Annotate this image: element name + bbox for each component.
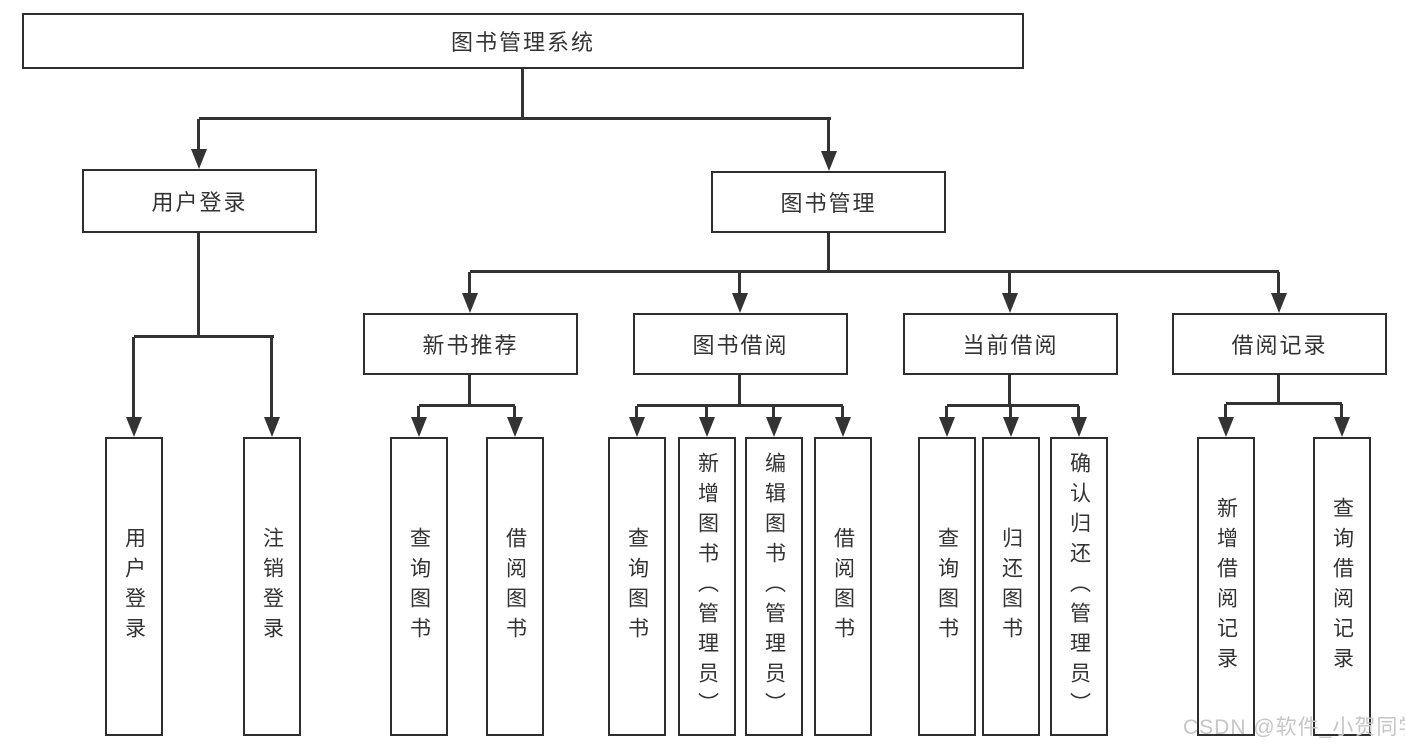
arrowhead-icon	[462, 293, 478, 313]
arrowhead-icon	[1003, 417, 1019, 437]
leaf-edit-book-admin: 编辑图书（管理员）	[745, 437, 803, 736]
leaf-search-borrow-record: 查询借阅记录	[1313, 437, 1371, 736]
arrowhead-icon	[1071, 417, 1087, 437]
node-label: 用户登录	[122, 526, 146, 647]
connector-line	[197, 233, 200, 337]
arrowhead-icon	[766, 417, 782, 437]
connector-line	[945, 406, 948, 419]
connector-line	[419, 404, 515, 407]
arrowhead-icon	[507, 417, 523, 437]
leaf-return-book: 归还图书	[982, 437, 1040, 736]
node-current-borrowing: 当前借阅	[903, 313, 1118, 375]
node-label: 新书推荐	[422, 333, 519, 358]
leaf-borrow-books: 借阅图书	[814, 437, 872, 736]
connector-line	[772, 406, 775, 419]
node-label: 新增借阅记录	[1214, 496, 1238, 677]
node-label: 借阅记录	[1231, 333, 1328, 358]
connector-line	[1277, 272, 1280, 294]
connector-line	[947, 404, 1079, 407]
connector-line	[134, 335, 274, 338]
connector-line	[1224, 404, 1227, 419]
arrowhead-icon	[629, 417, 645, 437]
connector-line	[827, 233, 830, 272]
node-label: 查询图书	[935, 526, 959, 647]
arrowhead-icon	[821, 151, 837, 171]
connector-line	[738, 272, 741, 294]
node-borrowing-records: 借阅记录	[1172, 313, 1387, 375]
node-label: 当前借阅	[962, 333, 1059, 358]
leaf-user-login: 用户登录	[105, 437, 163, 736]
csdn-watermark: CSDN @软件_小贺同学	[1183, 716, 1405, 739]
arrowhead-icon	[1334, 417, 1350, 437]
connector-line	[827, 119, 830, 153]
arrowhead-icon	[1002, 293, 1018, 313]
connector-line	[199, 117, 831, 120]
arrowhead-icon	[835, 417, 851, 437]
arrowhead-icon	[732, 293, 748, 313]
node-label: 查询图书	[625, 526, 649, 647]
node-label: 归还图书	[999, 526, 1023, 647]
leaf-search-books-borrow: 查询图书	[608, 437, 666, 736]
connector-line	[1277, 375, 1280, 405]
node-label: 查询借阅记录	[1330, 496, 1354, 677]
node-user-login: 用户登录	[82, 169, 317, 233]
connector-line	[197, 119, 200, 151]
arrowhead-icon	[126, 417, 142, 437]
node-new-book-recommendation: 新书推荐	[363, 313, 578, 375]
connector-line	[513, 406, 516, 419]
connector-line	[468, 272, 471, 294]
connector-line	[637, 404, 843, 407]
leaf-add-borrow-record: 新增借阅记录	[1197, 437, 1255, 736]
node-label: 借阅图书	[831, 526, 855, 647]
connector-line	[841, 406, 844, 419]
node-label: 用户登录	[151, 190, 248, 215]
arrowhead-icon	[1271, 293, 1287, 313]
connector-line	[468, 375, 471, 407]
connector-line	[1077, 406, 1080, 419]
connector-line	[270, 337, 273, 419]
connector-line	[1008, 272, 1011, 294]
node-label: 图书管理系统	[450, 30, 595, 55]
connector-line	[1340, 404, 1343, 419]
connector-line	[738, 375, 741, 407]
node-label: 注销登录	[260, 526, 284, 647]
connector-line	[132, 337, 135, 419]
arrowhead-icon	[264, 417, 280, 437]
node-book-management: 图书管理	[711, 171, 946, 233]
leaf-search-books-recommend: 查询图书	[390, 437, 448, 736]
connector-line	[521, 69, 524, 119]
node-label: 编辑图书（管理员）	[762, 451, 786, 722]
connector-line	[470, 270, 1279, 273]
leaf-borrow-books-recommend: 借阅图书	[486, 437, 544, 736]
leaf-add-book-admin: 新增图书（管理员）	[678, 437, 736, 736]
connector-line	[1008, 375, 1011, 407]
connector-line	[635, 406, 638, 419]
node-library-management-system: 图书管理系统	[22, 13, 1024, 69]
arrowhead-icon	[191, 149, 207, 169]
node-label: 图书借阅	[692, 333, 789, 358]
arrowhead-icon	[1218, 417, 1234, 437]
leaf-confirm-return-admin: 确认归还（管理员）	[1050, 437, 1108, 736]
node-label: 借阅图书	[503, 526, 527, 647]
node-label: 图书管理	[780, 191, 877, 216]
connector-line	[417, 406, 420, 419]
connector-line	[1226, 402, 1342, 405]
node-label: 确认归还（管理员）	[1067, 451, 1091, 722]
leaf-logout: 注销登录	[243, 437, 301, 736]
leaf-search-books-current: 查询图书	[918, 437, 976, 736]
connector-line	[1009, 406, 1012, 419]
arrowhead-icon	[699, 417, 715, 437]
node-book-borrowing: 图书借阅	[633, 313, 848, 375]
arrowhead-icon	[411, 417, 427, 437]
connector-line	[705, 406, 708, 419]
node-label: 查询图书	[407, 526, 431, 647]
arrowhead-icon	[939, 417, 955, 437]
node-label: 新增图书（管理员）	[695, 451, 719, 722]
